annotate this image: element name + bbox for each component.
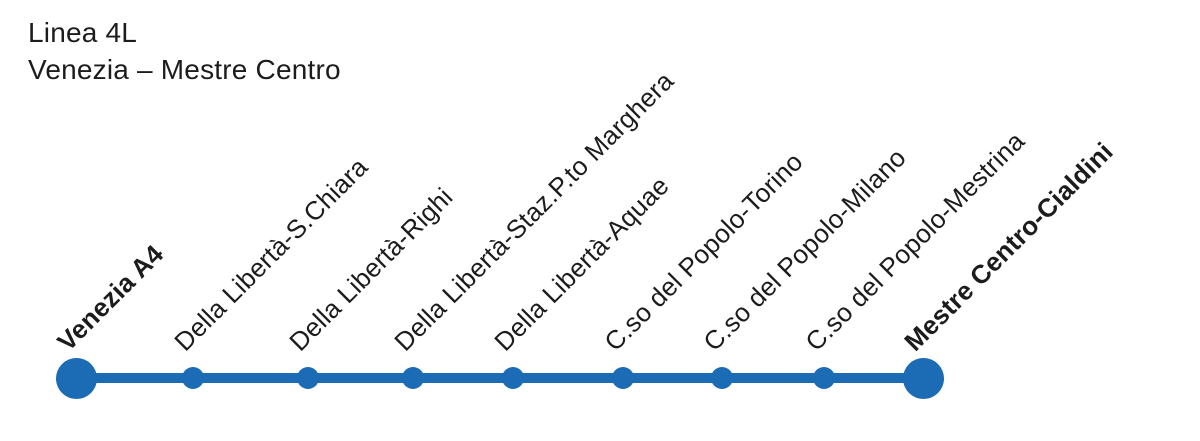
station-label: Della Libertà-S.Chiara bbox=[168, 151, 374, 357]
station-dot bbox=[55, 357, 97, 399]
station-label: Mestre Centro-Cialdini bbox=[898, 136, 1119, 357]
station-dot bbox=[182, 367, 204, 389]
title-line-name: Linea 4L bbox=[28, 17, 138, 48]
route-line bbox=[76, 373, 923, 383]
station-dot bbox=[711, 367, 733, 389]
station-dot bbox=[612, 367, 634, 389]
station-dot bbox=[902, 357, 944, 399]
station-label: C.so del Popolo-Milano bbox=[697, 142, 912, 357]
station-dot bbox=[502, 367, 524, 389]
station-label: Venezia A4 bbox=[51, 238, 170, 357]
station-dot bbox=[402, 367, 424, 389]
diagram-title: Linea 4L Venezia – Mestre Centro bbox=[28, 14, 341, 88]
station-dot bbox=[297, 367, 319, 389]
station-dot bbox=[813, 367, 835, 389]
title-route-endpoints: Venezia – Mestre Centro bbox=[28, 54, 341, 85]
station-label: C.so del Popolo-Torino bbox=[598, 146, 809, 357]
